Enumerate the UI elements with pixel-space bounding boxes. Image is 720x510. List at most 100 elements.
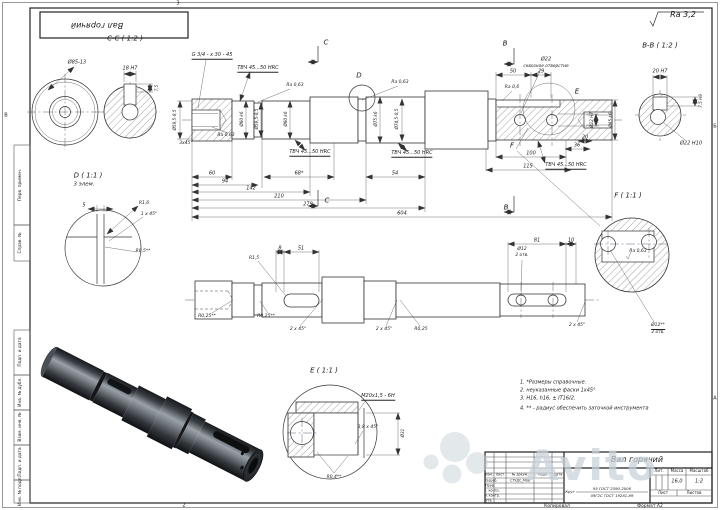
radius-r1-6: R1,6 bbox=[138, 200, 150, 206]
chamfer-2x45-3: 2 х 45° bbox=[568, 322, 586, 328]
tb-list: Лист bbox=[495, 472, 505, 477]
holes-12-qty: 2 отв. bbox=[515, 252, 529, 258]
zone-letter-right-lower: А bbox=[713, 395, 717, 402]
shaft-3d-render bbox=[40, 346, 264, 482]
detail-letter-e: E bbox=[574, 87, 580, 96]
tb-mass-value: 16,0 bbox=[671, 478, 683, 485]
margin-podp-data-1: Подп. и дата bbox=[17, 337, 23, 367]
dim-36: 36 bbox=[573, 142, 581, 149]
dim-68: 68* bbox=[294, 170, 304, 177]
dia-22h10: Ø22 H10 bbox=[679, 140, 703, 147]
dim-7-5h9: 7,5 H9 bbox=[697, 94, 703, 108]
section-letter-b-top: B bbox=[502, 39, 508, 48]
section-letter-b-bottom: B bbox=[503, 203, 509, 212]
chamfer-2x45-1: 2 х 45° bbox=[289, 326, 307, 332]
roughness-callout-3: Ra 0,63 bbox=[217, 132, 235, 138]
dim-142: 142 bbox=[246, 185, 256, 192]
dim-210: 210 bbox=[274, 193, 284, 200]
detail-d-subtitle: 3 элем. bbox=[73, 181, 95, 188]
through-hole-callout-dia: Ø22 bbox=[540, 56, 552, 63]
dim-8: 8 bbox=[278, 245, 282, 252]
tb-copied: Копировал bbox=[544, 503, 570, 509]
radius-r0-25-3: R0,25 bbox=[414, 326, 428, 332]
dia-12-f-qty: 2 отв. bbox=[651, 329, 665, 335]
dim-115: 115 bbox=[523, 163, 533, 170]
chamfer-3x45: 3х45° bbox=[179, 140, 193, 146]
dia-59-5-groove: Ø59,5-0,5 bbox=[253, 108, 259, 130]
dim-94: 94 bbox=[221, 178, 229, 185]
dim-81: 81 bbox=[533, 237, 541, 244]
margin-inv-podl: Инв. № подл. bbox=[17, 476, 23, 506]
dim-10: 10 bbox=[567, 237, 575, 244]
rotated-stamp-box bbox=[39, 11, 189, 39]
tb-docnum: № докум. bbox=[511, 472, 529, 477]
dia-65k6: Ø65 k6 bbox=[607, 112, 613, 128]
hardness-callout-2: ТВЧ 45...50 HRC bbox=[289, 148, 331, 157]
radius-r0-4: R0,4** bbox=[326, 474, 342, 480]
section-cc-title: C-C ( 1:2 ) bbox=[107, 34, 143, 43]
dim-51: 51 bbox=[297, 245, 305, 252]
note-1: 1. *Размеры справочные. bbox=[520, 379, 587, 386]
dia-60k6-2: Ø60 k6 bbox=[282, 111, 288, 127]
dia-74-5: Ø74,5-0,5 bbox=[393, 108, 399, 130]
roughness-f: Ra 0,63 bbox=[629, 248, 647, 254]
dia-12-f: Ø12** bbox=[651, 323, 665, 330]
roughness-radical-icon bbox=[649, 11, 704, 27]
tb-material-prefix: Круг bbox=[565, 489, 575, 495]
roughness-callout-1: Ra 0,63 bbox=[286, 82, 304, 88]
detail-letter-d: D bbox=[356, 71, 362, 80]
dia-59-5-left: Ø59,5-0,5 bbox=[171, 109, 177, 131]
margin-sprav-no: Справ. № bbox=[17, 232, 23, 254]
dim-54: 54 bbox=[391, 170, 399, 177]
tb-utv: Утв. bbox=[485, 498, 493, 503]
margin-perv-primen: Перв. примен. bbox=[17, 168, 23, 202]
detail-d-marker-circle bbox=[348, 84, 376, 112]
detail-d-view bbox=[64, 205, 144, 287]
dim-100: 100 bbox=[526, 150, 536, 157]
radius-r0-25-2: R0,25** bbox=[257, 313, 275, 319]
dia-31: Ø31 bbox=[399, 428, 405, 438]
detail-letter-f: F bbox=[509, 141, 515, 150]
tb-material-line2: 09Г2С ГОСТ 19281-89 bbox=[590, 493, 634, 499]
note-2: 2. неуказанные фаски 1х45° bbox=[520, 387, 596, 394]
tb-nkontr: Н. контр. bbox=[484, 493, 500, 498]
section-bb-view bbox=[635, 74, 698, 141]
thread-m20: М20х1,5 - 6Н bbox=[361, 392, 395, 401]
chamfer-1x45: 1 х 45° bbox=[140, 211, 158, 217]
hardness-callout-3: ТВЧ 45...50 HRC bbox=[391, 149, 433, 158]
section-letter-c-bottom: C bbox=[324, 196, 330, 205]
through-hole-callout-text: сквозное отверстие bbox=[523, 63, 569, 69]
dim-20: 20 bbox=[581, 134, 589, 141]
dia-60k6-1: Ø60 k6 bbox=[238, 111, 244, 127]
tb-sheets-label: Листов bbox=[686, 490, 702, 495]
tb-podp: Подп. bbox=[538, 472, 548, 477]
dim-29: 29 bbox=[537, 68, 545, 75]
tb-title: Вал горячий bbox=[610, 455, 664, 464]
chamfer-2x45-2: 2 х 45° bbox=[375, 326, 393, 332]
tb-prov: Пров. bbox=[485, 483, 495, 488]
rotated-designation: Вал горячий bbox=[70, 21, 124, 30]
avito-dots-icon bbox=[423, 432, 488, 484]
title-block bbox=[484, 451, 713, 504]
general-roughness: Ra 3,2 bbox=[670, 10, 696, 19]
hardness-callout-1: ТВЧ 45...50 HRC bbox=[237, 64, 279, 73]
section-letter-c-top: C bbox=[323, 38, 329, 47]
radius-r1-5: R1,5 bbox=[248, 255, 260, 261]
zone-letter-right-upper: Б bbox=[713, 123, 717, 130]
note-3: 3. Н16, h16, ± IT16/2. bbox=[520, 395, 576, 402]
tb-lit-header: Лит. bbox=[654, 468, 664, 473]
thread-callout: G 3/4 - х 30 - 45 bbox=[191, 51, 233, 60]
roughness-callout-2: Ra 0,63 bbox=[391, 79, 409, 85]
watermark-text: Avito bbox=[526, 441, 658, 490]
zone-number-bottom: 2 bbox=[182, 502, 186, 509]
tb-mass-header: Масса bbox=[670, 468, 684, 473]
detail-d-title: D ( 1:1 ) bbox=[73, 171, 103, 180]
chamfer-3-8x45: 3,8 х 45° bbox=[357, 424, 379, 430]
dim-279: 279 bbox=[303, 201, 313, 208]
tb-tkontr: Т. контр. bbox=[484, 488, 500, 493]
